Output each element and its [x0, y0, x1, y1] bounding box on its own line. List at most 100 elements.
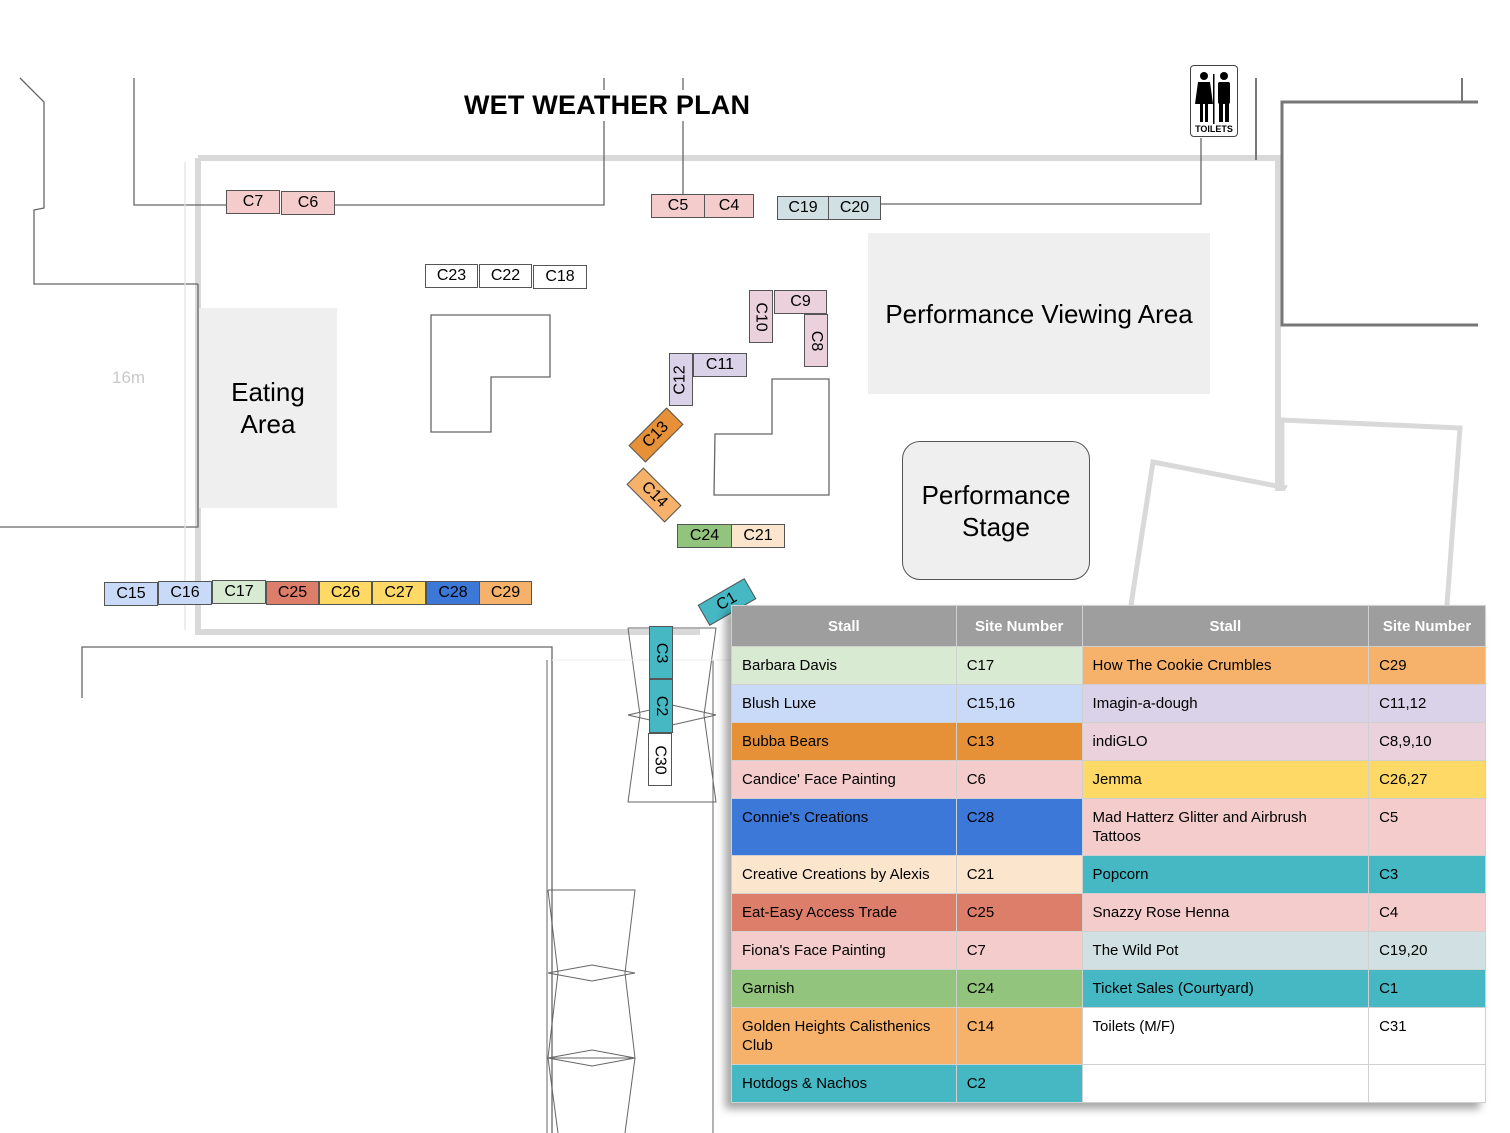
- map-title: WET WEATHER PLAN: [462, 90, 753, 121]
- legend-site-number: C25: [955, 893, 1083, 932]
- stall-label: C30: [652, 744, 670, 775]
- stall-c26[interactable]: C26: [319, 581, 372, 605]
- legend-stall-name: Bubba Bears: [731, 722, 957, 761]
- stall-label: C29: [490, 584, 521, 601]
- stall-c16[interactable]: C16: [158, 581, 212, 605]
- stall-c27[interactable]: C27: [372, 581, 426, 605]
- legend-site-number: C21: [955, 855, 1083, 894]
- legend-site-number: C31: [1368, 1007, 1486, 1065]
- stall-label: C2: [652, 695, 670, 717]
- stall-c15[interactable]: C15: [104, 582, 158, 606]
- stall-c21[interactable]: C21: [731, 524, 785, 548]
- stall-c10[interactable]: C10: [749, 290, 773, 343]
- legend-stall-name: Fiona's Face Painting: [731, 931, 957, 970]
- stall-label: C28: [438, 584, 468, 601]
- legend-stall-name: indiGLO: [1081, 722, 1370, 761]
- stall-label: C27: [384, 584, 414, 601]
- legend-stall-name: [1081, 1064, 1370, 1103]
- header-stall: Stall: [731, 605, 957, 647]
- legend-stall-name: Eat-Easy Access Trade: [731, 893, 957, 932]
- stall-c19[interactable]: C19: [777, 196, 829, 220]
- scale-label: 16m: [112, 368, 146, 387]
- header-stall: Stall: [1081, 605, 1370, 647]
- stall-c9[interactable]: C9: [774, 290, 827, 314]
- eating-area: Eating Area: [199, 308, 337, 508]
- stall-c3[interactable]: C3: [649, 626, 673, 679]
- legend-stall-name: Hotdogs & Nachos: [731, 1064, 957, 1103]
- legend-stall-name: How The Cookie Crumbles: [1081, 646, 1370, 685]
- legend-site-number: C13: [955, 722, 1083, 761]
- legend-site-number: C15,16: [955, 684, 1083, 723]
- header-site-number: Site Number: [1368, 605, 1486, 647]
- stall-label: C21: [743, 527, 773, 544]
- stall-c23[interactable]: C23: [425, 264, 478, 288]
- legend-stall-name: Barbara Davis: [731, 646, 957, 685]
- legend-site-number: C2: [955, 1064, 1083, 1103]
- stall-c12[interactable]: C12: [669, 353, 693, 406]
- stall-label: C10: [753, 301, 771, 332]
- stall-c22[interactable]: C22: [479, 264, 532, 288]
- stall-c17[interactable]: C17: [212, 580, 266, 604]
- legend-stall-name: Creative Creations by Alexis: [731, 855, 957, 894]
- legend-stall-name: Blush Luxe: [731, 684, 957, 723]
- stall-c7[interactable]: C7: [226, 190, 280, 214]
- legend-header-row: Stall Site Number Stall Site Number: [731, 605, 1486, 647]
- stall-c25[interactable]: C25: [266, 581, 319, 605]
- stall-label: C12: [672, 364, 690, 395]
- header-site-number: Site Number: [955, 605, 1083, 647]
- stall-label: C5: [667, 197, 689, 214]
- performance-stage: Performance Stage: [902, 441, 1090, 580]
- legend-site-number: C3: [1368, 855, 1486, 894]
- legend-site-number: C1: [1368, 969, 1486, 1008]
- eating-area-label-2: Area: [240, 409, 296, 439]
- stall-c20[interactable]: C20: [828, 196, 881, 220]
- stall-label: C3: [652, 642, 670, 663]
- stall-c30[interactable]: C30: [648, 733, 672, 786]
- stall-c4[interactable]: C4: [704, 194, 754, 218]
- legend-stall-name: Connie's Creations: [731, 798, 957, 856]
- stage-label-2: Stage: [962, 511, 1030, 542]
- legend-site-number: [1368, 1064, 1486, 1103]
- stall-label: C8: [807, 330, 825, 351]
- stall-label: C4: [718, 197, 740, 214]
- stall-label: C16: [170, 584, 200, 601]
- legend-site-number: C14: [955, 1007, 1083, 1065]
- legend-stall-name: Imagin-a-dough: [1081, 684, 1370, 723]
- stall-c8[interactable]: C8: [804, 314, 828, 367]
- legend-site-number: C7: [955, 931, 1083, 970]
- legend-site-number: C6: [955, 760, 1083, 799]
- stall-c24[interactable]: C24: [677, 524, 732, 548]
- stall-c18[interactable]: C18: [533, 265, 587, 289]
- stall-label: C17: [224, 583, 254, 600]
- legend-site-number: C4: [1368, 893, 1486, 932]
- stall-label: C6: [297, 194, 319, 211]
- legend-site-number: C17: [955, 646, 1083, 685]
- stall-label: C25: [277, 584, 308, 601]
- legend-stall-name: Snazzy Rose Henna: [1081, 893, 1370, 932]
- legend-site-number: C19,20: [1368, 931, 1486, 970]
- legend-stall-name: Candice' Face Painting: [731, 760, 957, 799]
- stall-c5[interactable]: C5: [651, 194, 705, 218]
- stall-c11[interactable]: C11: [693, 353, 747, 377]
- stall-c28[interactable]: C28: [426, 581, 480, 605]
- legend-site-number: C8,9,10: [1368, 722, 1486, 761]
- legend-stall-name: Toilets (M/F): [1081, 1007, 1370, 1065]
- stall-c29[interactable]: C29: [479, 581, 532, 605]
- stall-c6[interactable]: C6: [281, 191, 335, 215]
- eating-area-label-1: Eating: [231, 377, 305, 407]
- stall-label: C18: [545, 268, 575, 285]
- stall-c2[interactable]: C2: [649, 679, 673, 733]
- legend-site-number: C26,27: [1368, 760, 1486, 799]
- legend-stall-name: Jemma: [1081, 760, 1370, 799]
- legend-stall-name: Mad Hatterz Glitter and Airbrush Tattoos: [1081, 798, 1370, 856]
- legend-site-number: C5: [1368, 798, 1486, 856]
- legend-stall-name: Golden Heights Calisthenics Club: [731, 1007, 957, 1065]
